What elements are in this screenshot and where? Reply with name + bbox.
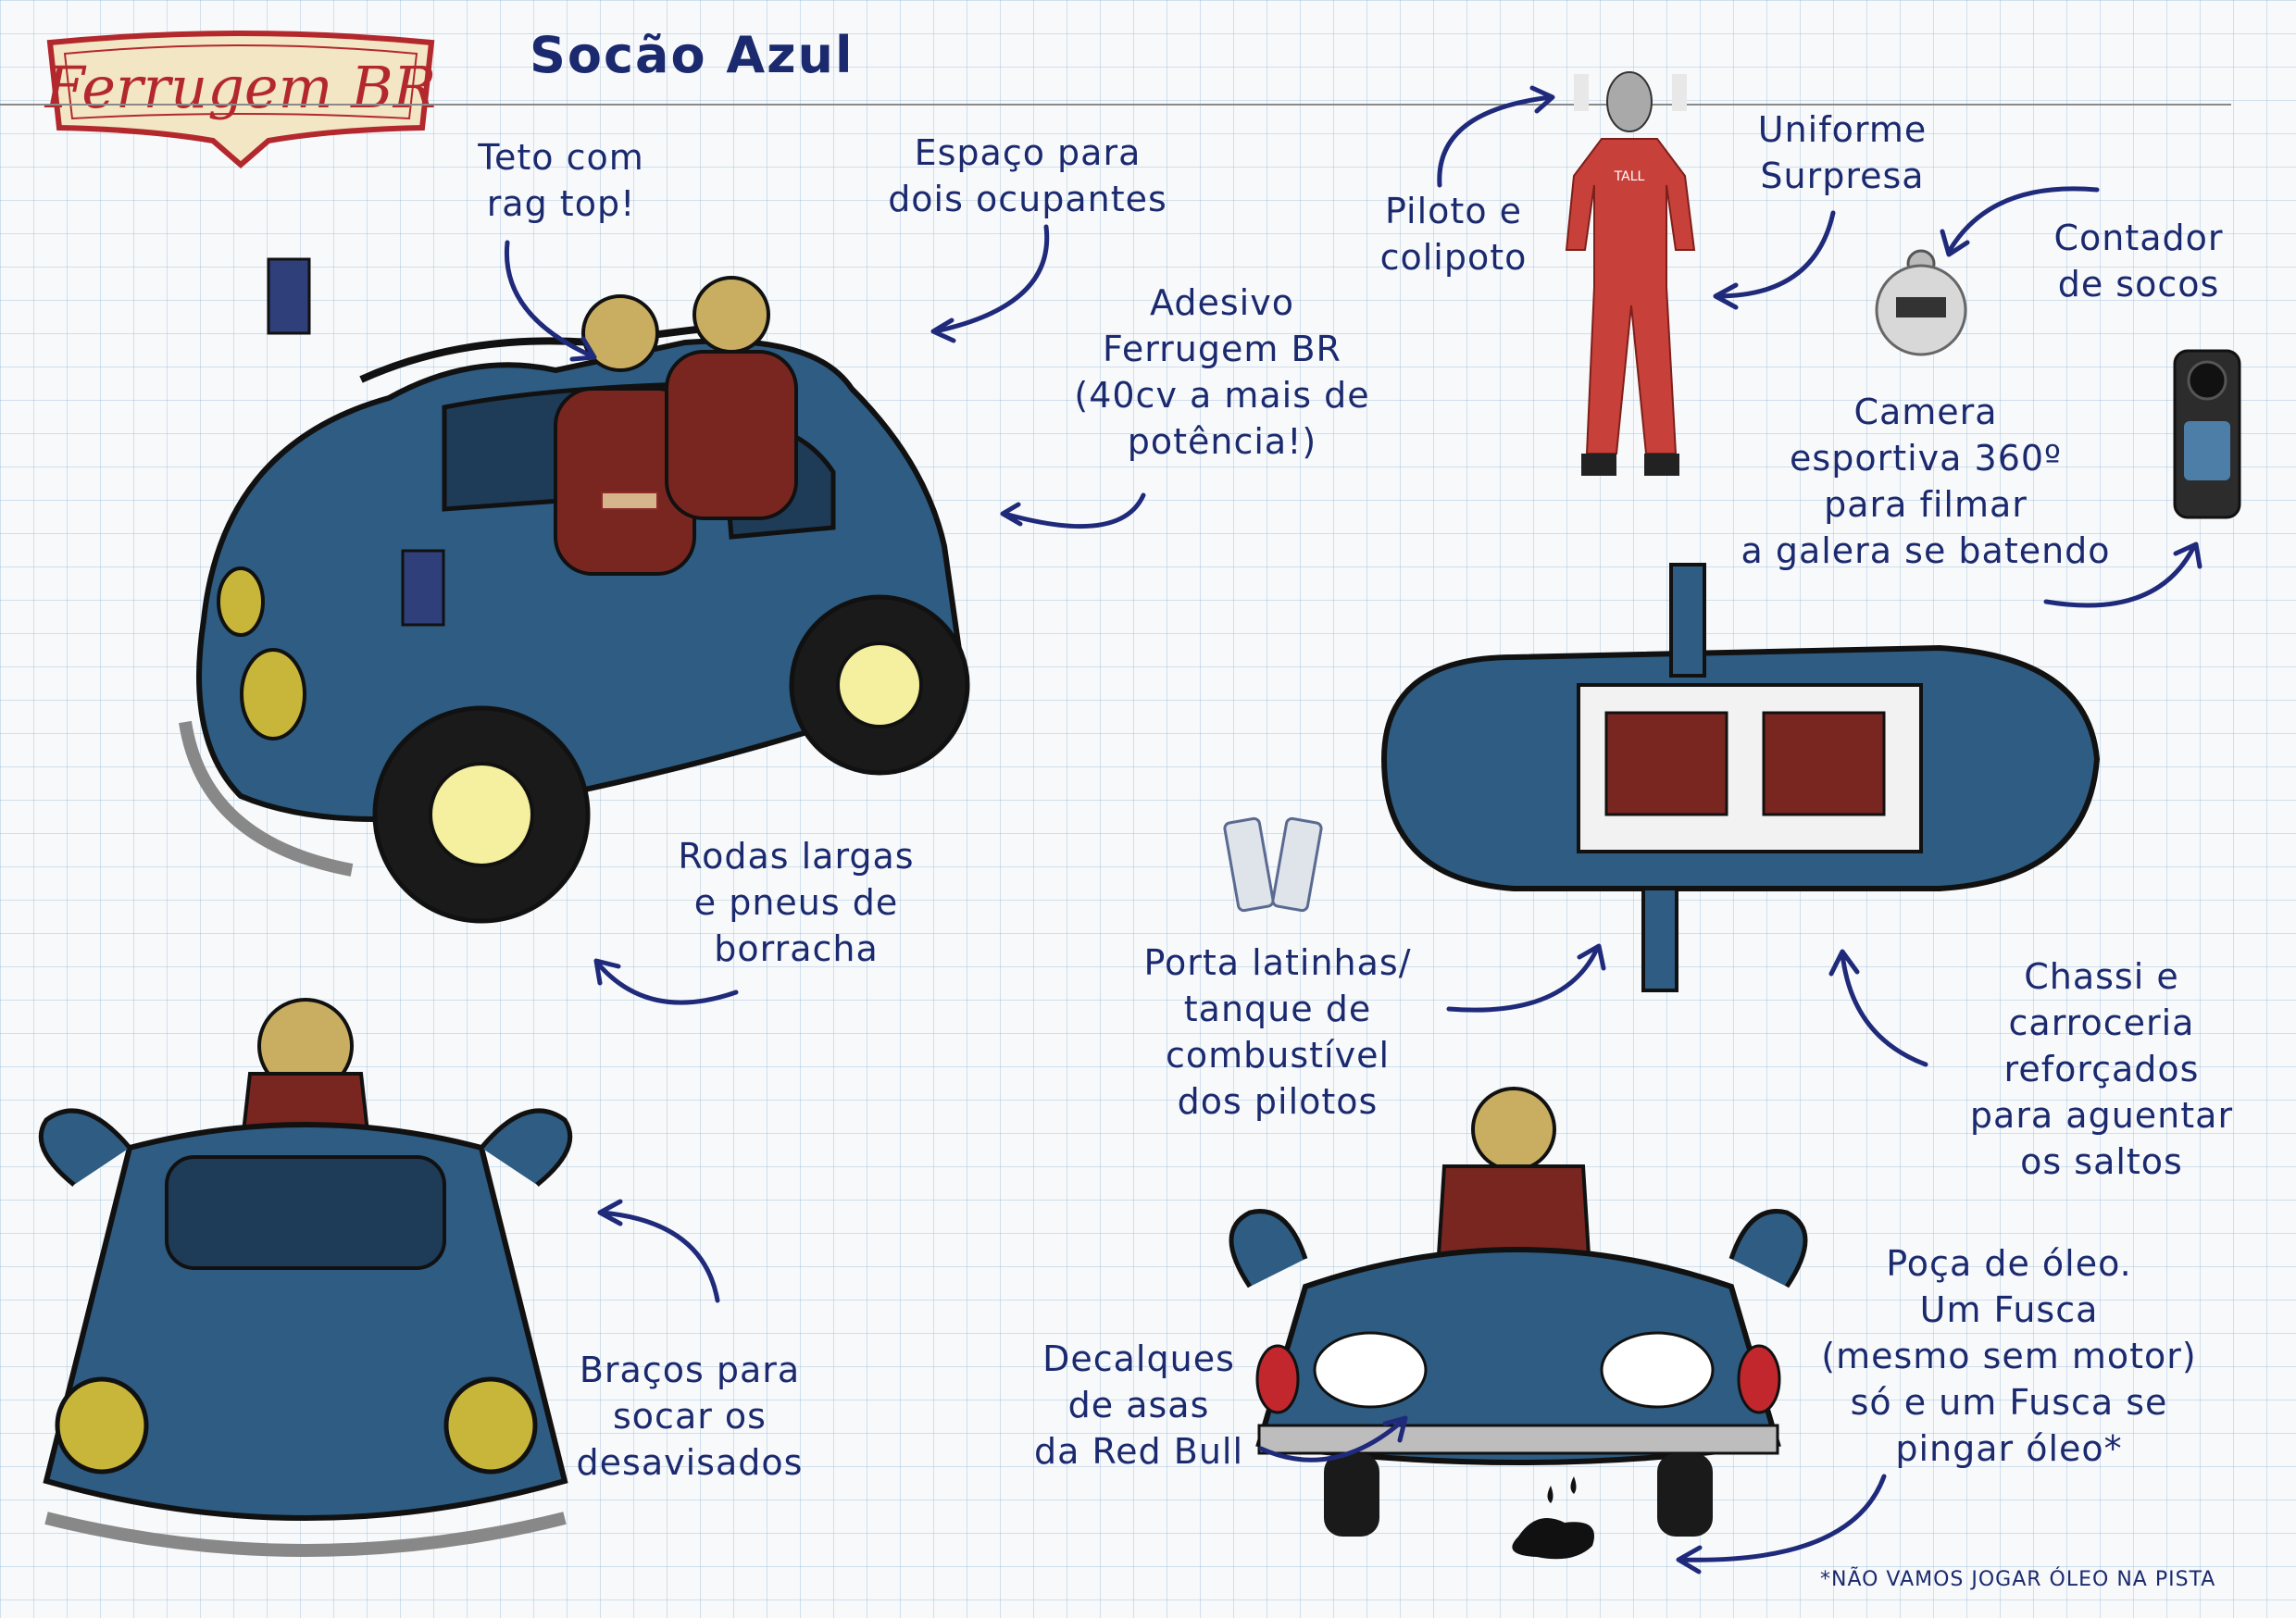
- suit-label: TALL: [1614, 169, 1645, 184]
- note-teto: Teto com rag top!: [478, 137, 644, 224]
- arrow-bracos: [597, 1199, 720, 1303]
- logo: Ferrugem BR: [37, 17, 444, 174]
- arrow-decalques: [1258, 1415, 1408, 1462]
- arrow-poca: [1676, 1474, 1887, 1574]
- note-porta: Porta latinhas/ tanque de combustível do…: [1143, 942, 1412, 1122]
- logo-text: Ferrugem BR: [44, 54, 437, 121]
- car-top-illustration: [1366, 563, 2106, 1009]
- page-title: Socão Azul: [530, 26, 855, 84]
- car-rear-illustration: [1222, 1074, 1815, 1574]
- note-rodas: Rodas largas e pneus de borracha: [678, 836, 915, 969]
- note-uniforme: Uniforme Surpresa: [1757, 109, 1928, 196]
- car-side-illustration: [167, 257, 1111, 944]
- arrow-contador: [1940, 186, 2100, 257]
- arrow-piloto: [1437, 85, 1555, 188]
- punch-counter-icon: [1870, 245, 1972, 356]
- camera-360-icon: [2171, 347, 2243, 523]
- note-chassi: Chassi e carroceria reforçados para ague…: [1969, 956, 2234, 1182]
- note-poca: Poça de óleo. Um Fusca (mesmo sem motor)…: [1821, 1243, 2197, 1469]
- arrow-adesivo: [1000, 492, 1146, 529]
- note-adesivo: Adesivo Ferrugem BR (40cv a mais de potê…: [1074, 282, 1370, 462]
- pilot-suit-illustration: TALL: [1537, 65, 1722, 491]
- arrow-uniforme: [1713, 210, 1836, 310]
- note-contador: Contador de socos: [2053, 218, 2224, 305]
- arrow-espaco: [930, 224, 1050, 343]
- arrow-camera: [2043, 541, 2202, 608]
- footnote: *NÃO VAMOS JOGAR ÓLEO NA PISTA: [1820, 1568, 2216, 1591]
- red-bull-cans-icon: [1222, 813, 1333, 924]
- car-front-illustration: [28, 963, 602, 1601]
- oil-puddle-icon: [1500, 1472, 1611, 1564]
- arrow-porta: [1446, 943, 1606, 1013]
- note-bracos: Braços para socar os desavisados: [576, 1350, 804, 1483]
- note-decalques: Decalques de asas da Red Bull: [1033, 1338, 1244, 1472]
- header-divider: [0, 104, 2231, 106]
- arrow-teto: [504, 240, 597, 362]
- note-camera: Camera esportiva 360º para filmar a gale…: [1741, 392, 2111, 571]
- arrow-rodas: [593, 958, 739, 1005]
- note-piloto: Piloto e colipoto: [1379, 191, 1528, 278]
- arrow-chassi: [1828, 949, 1928, 1067]
- note-espaco: Espaço para dois ocupantes: [888, 132, 1167, 219]
